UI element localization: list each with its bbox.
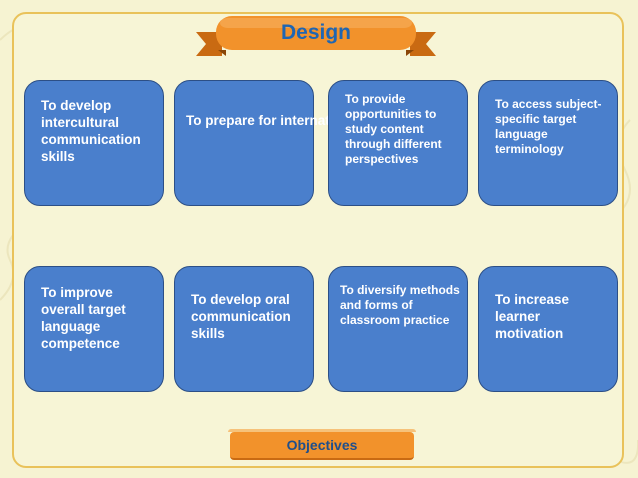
objective-text: To develop oral communication skills <box>191 292 291 341</box>
objective-card-6: To develop oral communication skills <box>174 266 314 392</box>
objective-card-3: To provide opportunities to study conten… <box>328 80 468 206</box>
objective-card-4: To access subject-specific target langua… <box>478 80 618 206</box>
objective-card-2: To prepare for internationalization <box>174 80 404 206</box>
objective-card-5: To improve overall target language compe… <box>24 266 164 392</box>
objective-text: To improve overall target language compe… <box>41 285 126 351</box>
objective-text: To access subject-specific target langua… <box>495 97 602 156</box>
page-title: Design <box>280 21 351 44</box>
title-banner: Design <box>196 14 436 60</box>
objective-text: To provide opportunities to study conten… <box>345 92 442 166</box>
ribbon-shape <box>196 16 436 56</box>
objectives-tab-label: Objectives <box>286 437 358 453</box>
objective-text: To develop intercultural communication s… <box>41 98 141 164</box>
objective-card-8: To increase learner motivation <box>478 266 618 392</box>
objective-card-7: To diversify methods and forms of classr… <box>328 266 468 392</box>
objectives-tab: Objectives <box>228 429 416 460</box>
objective-text: To increase learner motivation <box>495 292 570 341</box>
objective-card-1: To develop intercultural communication s… <box>24 80 164 206</box>
objective-text: To diversify methods and forms of classr… <box>340 283 460 327</box>
